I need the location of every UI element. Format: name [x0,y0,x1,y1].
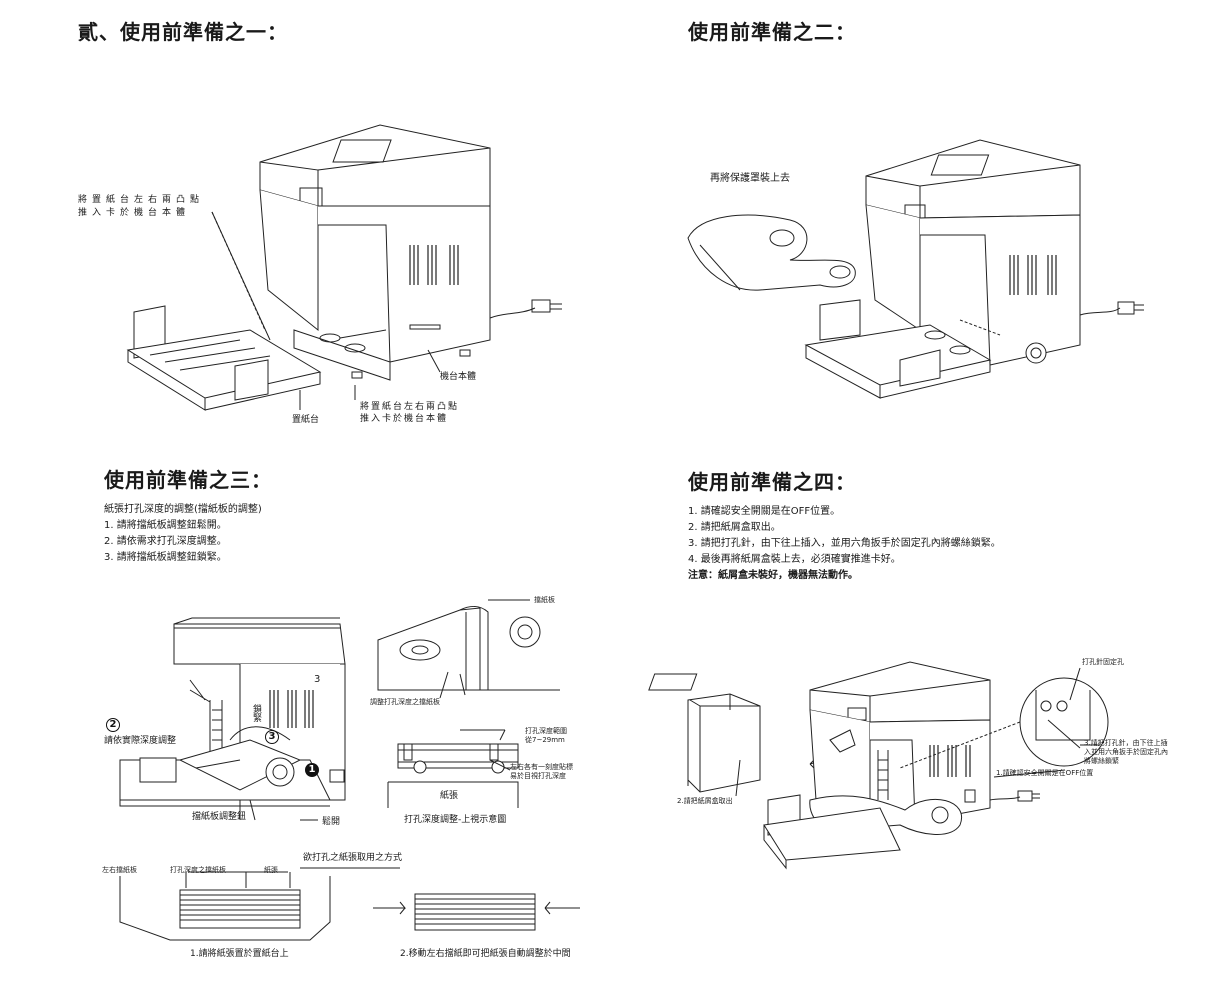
section-4-line-3: 4. 最後再將紙屑盒裝上去，必須確實推進卡好。 [688,554,901,565]
label-paper-small: 紙張 [264,866,278,874]
label-lock: 鎖緊 [251,704,261,722]
step-1-marker: 1 [305,763,319,777]
label-guide-hint: 打孔深度調整-上視示意圖 [404,815,507,825]
section-4-title: 使用前準備之四： [688,470,856,494]
label-machine-body: 機台本體 [440,372,477,382]
label-guide: 擋紙板 [534,596,555,604]
label-depth-guide: 打孔深度之擋紙板 [170,866,226,874]
tray-install-bottom-2: 推入卡於機台本體 [360,414,449,424]
label-left-guides: 左右擋紙板 [102,866,137,874]
label-three: 3 [314,674,321,685]
tray-install-bottom-1: 將置紙台左右兩凸點 [360,402,460,412]
label-remove-box: 2.請把紙屑盒取出 [677,797,733,805]
label-marks-1: 左右各有一刻度貼標 [510,763,573,771]
label-range-2: 從7~29mm [525,736,565,744]
label-paper-tray: 置紙台 [292,415,320,425]
label-paper: 紙張 [440,791,459,801]
section-3-line-1: 1. 請將擋紙板調整鈕鬆開。 [104,520,227,531]
section-3-line-2: 2. 請依需求打孔深度調整。 [104,536,227,547]
label-range-1: 打孔深度範圍 [525,727,567,735]
label-loosen: 鬆開 [322,817,341,827]
tray-install-note-2: 推入卡於機台本體 [78,208,191,218]
label-insert-2: 入並用六角扳手於固定孔內 [1084,748,1168,756]
step-3-marker: 3 [265,730,279,744]
section-3-line-0: 紙張打孔深度的調整(擋紙板的調整) [104,504,262,515]
section-1-title: 貳、使用前準備之一： [78,20,288,44]
label-fix-hole: 打孔針固定孔 [1082,658,1124,666]
section-3-title: 使用前準備之三： [104,468,272,492]
label-marks-2: 易於目視打孔深度 [510,772,566,780]
placement-step-2: 2.移動左右擋紙即可把紙張自動調整於中間 [400,949,571,959]
section-4-warning: 注意：紙屑盒未裝好，機器無法動作。 [688,570,858,581]
tray-install-note-1: 將置紙台左右兩凸點 [78,195,205,205]
section-2-title: 使用前準備之二： [688,20,856,44]
placement-step-1: 1.請將紙張置於置紙台上 [190,949,289,959]
label-guide-detail: 調整打孔深度之擋紙板 [370,698,440,706]
label-off-switch: 1.請確認安全開關是在OFF位置 [996,769,1094,777]
step-2-marker: 2 [106,718,120,732]
section-4-line-1: 2. 請把紙屑盒取出。 [688,522,781,533]
placement-title: 欲打孔之紙張取用之方式 [303,853,403,863]
label-insert-3: 將螺絲鎖緊 [1084,757,1119,765]
label-knob: 擋紙板調整鈕 [192,812,247,822]
adjust-depth-text: 請依實際深度調整 [104,736,177,746]
section-3-line-3: 3. 請將擋紙板調整鈕鎖緊。 [104,552,227,563]
section-4-line-2: 3. 請把打孔針，由下往上插入，並用六角扳手於固定孔內將螺絲鎖緊。 [688,538,1001,549]
label-insert-1: 3.請把打孔針，由下往上插 [1084,739,1168,747]
cover-install-note: 再將保護罩裝上去 [710,173,790,184]
section-4-line-0: 1. 請確認安全開關是在OFF位置。 [688,506,841,517]
